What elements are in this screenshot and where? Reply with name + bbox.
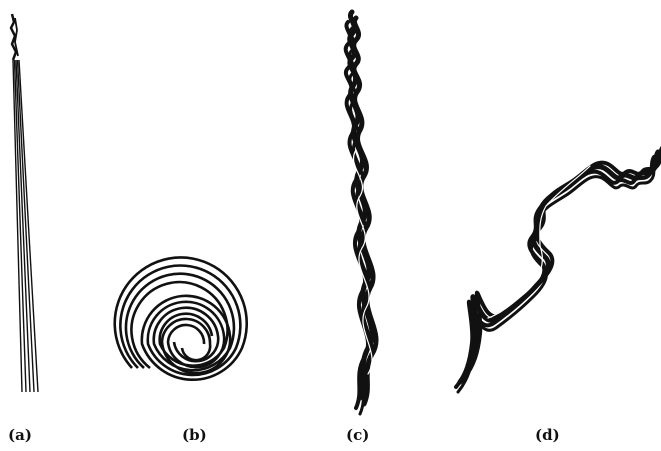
bundle-lines	[13, 60, 38, 392]
panel-d-meandering-stem	[456, 148, 661, 392]
panel-c-wavy-stem	[346, 12, 376, 414]
panel-label-d: (d)	[535, 426, 560, 444]
panel-label-b: (b)	[182, 426, 207, 444]
panel-a-straight-bundle	[11, 14, 38, 392]
panel-label-a: (a)	[8, 426, 32, 444]
panel-b-spiral-coil	[115, 257, 247, 379]
panel-label-c: (c)	[346, 426, 369, 444]
